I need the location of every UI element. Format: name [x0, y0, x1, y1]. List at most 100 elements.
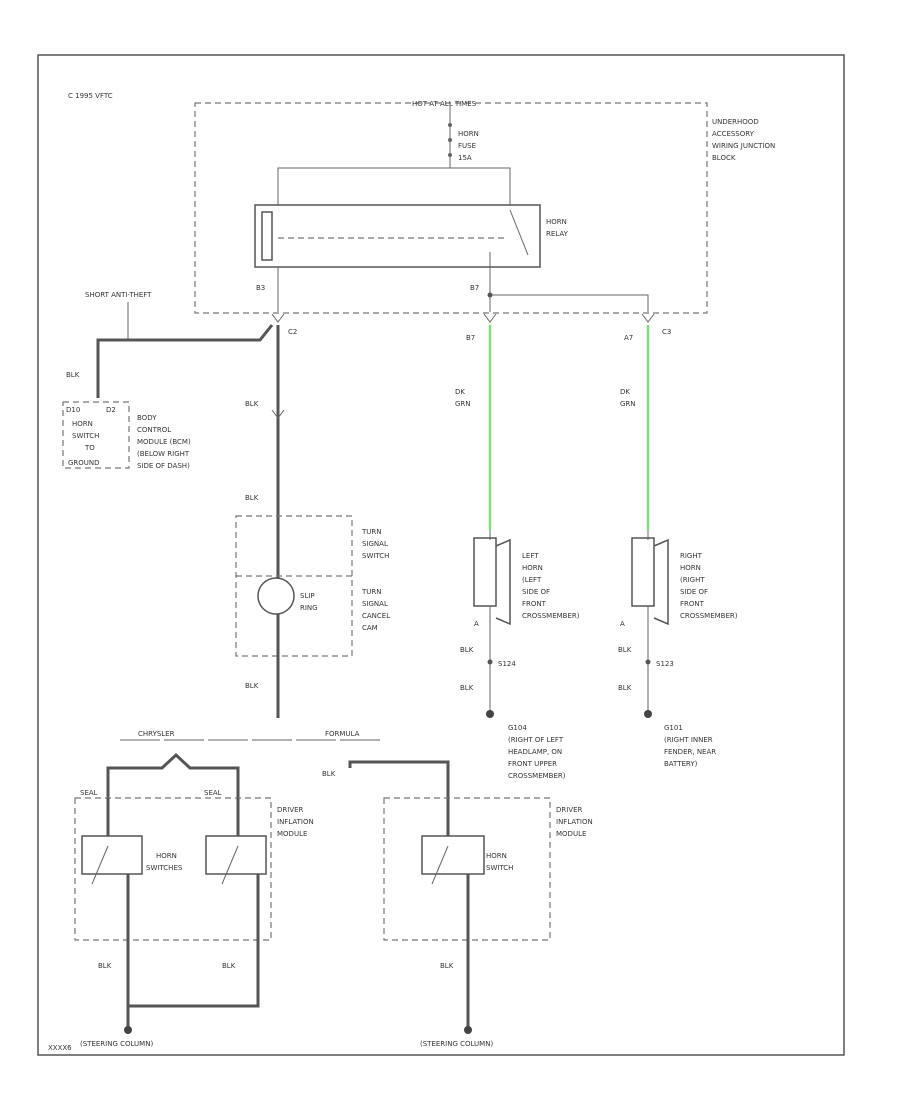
svg-text:HORN: HORN: [680, 564, 701, 572]
horn-split-wire: [490, 294, 649, 312]
switch2-ground-wire: [128, 874, 260, 1008]
ground-g101-icon: [644, 710, 652, 718]
svg-text:GRN: GRN: [455, 400, 471, 408]
wire-blk-right-2-label: BLK: [618, 684, 632, 692]
bcm-switch-box: [62, 401, 130, 469]
svg-text:HORN: HORN: [156, 852, 177, 860]
bcm-pin-d10: D10: [66, 406, 80, 414]
horn-fuse-label: HORN FUSE 15A: [458, 130, 479, 162]
wire-blk-bcm-label: BLK: [66, 371, 80, 379]
svg-text:SIGNAL: SIGNAL: [362, 540, 388, 548]
steering-column-right-label: (STEERING COLUMN): [420, 1040, 493, 1048]
svg-text:CROSSMEMBER): CROSSMEMBER): [522, 612, 580, 620]
svg-text:CANCEL: CANCEL: [362, 612, 390, 620]
wire-dk-grn-right-label: DK GRN: [620, 388, 636, 408]
splice-s123-node: [645, 659, 651, 665]
svg-text:TURN: TURN: [361, 588, 382, 596]
svg-text:UNDERHOOD: UNDERHOOD: [712, 118, 759, 126]
svg-text:HORN: HORN: [546, 218, 567, 226]
bcm-pin-d2: D2: [106, 406, 116, 414]
option-chrysler-label: CHRYSLER: [138, 730, 175, 738]
left-horn-icon: [473, 537, 511, 626]
switch1-contact-icon: [91, 845, 109, 885]
wire-blk-right-ground-label: BLK: [440, 962, 454, 970]
svg-text:(BELOW RIGHT: (BELOW RIGHT: [137, 450, 190, 458]
right-horn-label: RIGHT HORN (RIGHT SIDE OF FRONT CROSSMEM…: [680, 552, 738, 620]
wire-blk-lower-label: BLK: [245, 682, 259, 690]
ground-g104-location: (RIGHT OF LEFT HEADLAMP, ON FRONT UPPER …: [508, 736, 566, 780]
svg-text:C3: C3: [662, 328, 671, 336]
svg-text:DK: DK: [620, 388, 630, 396]
relay-contact-icon: [509, 209, 529, 256]
svg-text:GROUND: GROUND: [68, 459, 100, 467]
switch-right-contact-icon: [431, 845, 449, 885]
svg-text:DRIVER: DRIVER: [277, 806, 304, 814]
hot-at-all-times-label: HOT AT ALL TIMES: [412, 100, 477, 108]
switch2-contact-icon: [221, 845, 239, 885]
svg-text:SWITCH: SWITCH: [486, 864, 513, 872]
svg-text:(RIGHT OF LEFT: (RIGHT OF LEFT: [508, 736, 564, 744]
turn-signal-switch-box: [235, 515, 353, 657]
wire-blk-left-1-label: BLK: [460, 646, 474, 654]
steering-column-left-label: (STEERING COLUMN): [80, 1040, 153, 1048]
wire-blk-sw2-label: BLK: [222, 962, 236, 970]
wire-blk-right-1-label: BLK: [618, 646, 632, 654]
ground-right-steering-icon: [464, 1026, 472, 1034]
ground-g101-label: G101: [664, 724, 683, 732]
svg-text:FRONT: FRONT: [522, 600, 547, 608]
horn-switch-left-1: [81, 835, 143, 875]
single-switch-feed-wire: [348, 760, 450, 836]
svg-text:FRONT UPPER: FRONT UPPER: [508, 760, 557, 768]
svg-text:15A: 15A: [458, 154, 472, 162]
horn-relay-label: HORN RELAY: [546, 218, 569, 238]
horn-switches-label: HORN SWITCHES: [146, 852, 183, 872]
svg-text:B7: B7: [466, 334, 475, 342]
svg-text:HORN: HORN: [72, 420, 93, 428]
bcm-switch-label: HORN SWITCH TO GROUND: [68, 420, 100, 467]
horn-split-node: [487, 292, 493, 298]
svg-text:RING: RING: [300, 604, 318, 612]
ground-g104-icon: [486, 710, 494, 718]
horn-switch-right: [421, 835, 485, 875]
seal-right-label: SEAL: [204, 789, 222, 797]
svg-text:INFLATION: INFLATION: [556, 818, 593, 826]
left-horn-pin-a: A: [474, 620, 479, 628]
ground-left-icon: [124, 1026, 132, 1034]
svg-text:SWITCHES: SWITCHES: [146, 864, 183, 872]
horn-fuse-symbol: [448, 123, 452, 157]
svg-text:FRONT: FRONT: [680, 600, 705, 608]
connector-inline-1: [271, 409, 285, 419]
wire-blk-single-label: BLK: [322, 770, 336, 778]
right-horn-pin-a: A: [620, 620, 625, 628]
wire-blk-c2-label: BLK: [245, 400, 259, 408]
svg-text:SIDE OF: SIDE OF: [680, 588, 708, 596]
svg-text:MODULE: MODULE: [277, 830, 307, 838]
svg-text:MODULE (BCM): MODULE (BCM): [137, 438, 191, 446]
svg-text:C2: C2: [288, 328, 297, 336]
ground-g104-label: G104: [508, 724, 527, 732]
splice-s124-node: [487, 659, 493, 665]
svg-text:BLOCK: BLOCK: [712, 154, 736, 162]
svg-text:CAM: CAM: [362, 624, 378, 632]
svg-text:SLIP: SLIP: [300, 592, 315, 600]
svg-text:(RIGHT: (RIGHT: [680, 576, 705, 584]
copyright-text: C 1995 VFTC: [68, 92, 113, 100]
svg-text:LEFT: LEFT: [522, 552, 539, 560]
svg-text:SIDE OF DASH): SIDE OF DASH): [137, 462, 190, 470]
connector-c3-a7: A7 C3: [624, 313, 671, 342]
horn-switch-left-2: [205, 835, 267, 875]
connector-c3-b7: B7: [466, 313, 497, 342]
svg-text:BATTERY): BATTERY): [664, 760, 698, 768]
horn-switch-right-label: HORN SWITCH: [486, 852, 513, 872]
svg-text:SIGNAL: SIGNAL: [362, 600, 388, 608]
svg-text:HEADLAMP, ON: HEADLAMP, ON: [508, 748, 562, 756]
turn-signal-switch-label: TURN SIGNAL SWITCH: [361, 528, 389, 560]
connector-c2: C2: [271, 313, 297, 336]
pin-b7-label: B7: [470, 284, 479, 292]
option-formula-label: FORMULA: [325, 730, 360, 738]
svg-text:(LEFT: (LEFT: [522, 576, 542, 584]
svg-text:A7: A7: [624, 334, 633, 342]
svg-text:BODY: BODY: [137, 414, 157, 422]
svg-text:FENDER, NEAR: FENDER, NEAR: [664, 748, 716, 756]
